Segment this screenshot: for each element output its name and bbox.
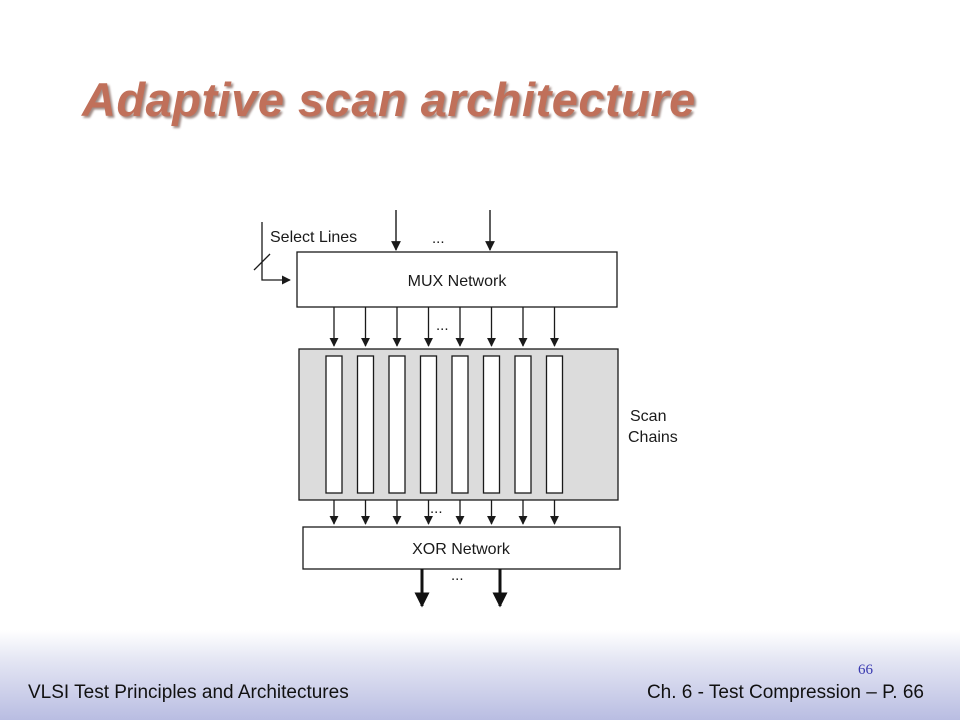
bus-slash — [253, 253, 271, 271]
mux-output-arrows — [329, 307, 560, 347]
scan-chain — [451, 355, 469, 494]
footer-chapter-page: Ch. 6 - Test Compression – P. 66 — [646, 682, 924, 703]
scan-chain — [545, 355, 564, 494]
scan-chains-label-line1: Scan — [630, 408, 666, 425]
input-ellipsis: ... — [432, 230, 445, 247]
mux-output-ellipsis: ... — [436, 317, 449, 334]
slide-title: Adaptive scan architecture — [82, 73, 696, 126]
scan-chain — [325, 355, 343, 494]
footer-course-title: VLSI Test Principles and Architectures — [28, 682, 349, 703]
xor-network-box — [302, 526, 621, 570]
footer-bar — [0, 630, 960, 720]
mux-network-box — [296, 251, 618, 308]
scan-chains-label-line2: Chains — [628, 429, 678, 446]
slide-number: 66 — [858, 662, 873, 678]
scan-chain — [356, 355, 375, 494]
xor-input-ellipsis: ... — [430, 500, 443, 517]
select-lines-label: Select Lines — [270, 229, 357, 246]
scan-chain — [482, 355, 501, 494]
scan-chains — [325, 355, 564, 494]
scan-chain — [419, 355, 438, 494]
output-ellipsis: ... — [451, 567, 464, 584]
select-lines-input: Select Lines — [253, 222, 357, 285]
scan-chain — [514, 355, 532, 494]
mux-network-label: MUX Network — [408, 273, 508, 290]
xor-input-arrows — [329, 500, 560, 525]
xor-network-label: XOR Network — [412, 541, 511, 558]
scan-chain — [388, 355, 406, 494]
